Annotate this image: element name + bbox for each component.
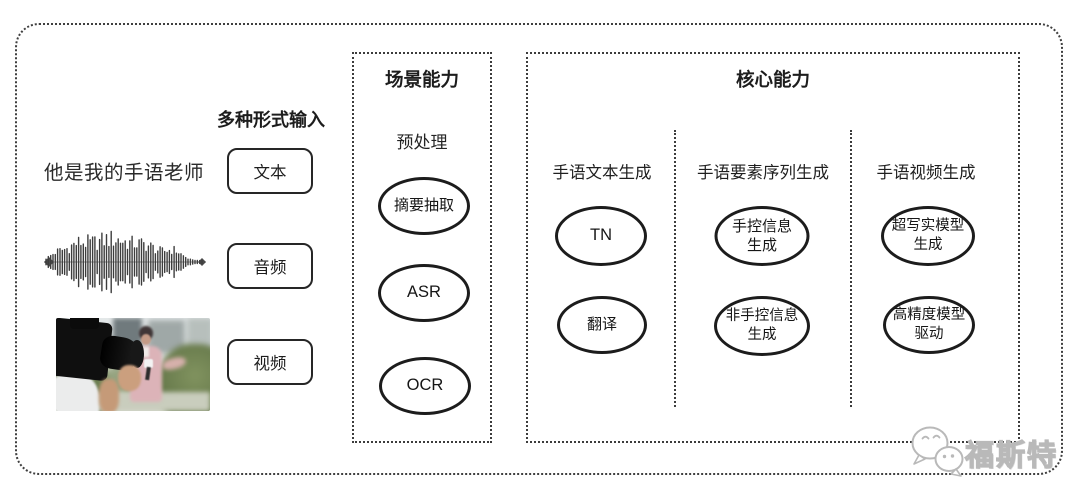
input-box-text-label: 文本 <box>253 164 287 182</box>
node-manual-info-generation: 手控信息 生成 <box>714 206 810 266</box>
node-ocr: OCR <box>379 357 471 415</box>
photo-reporter-face <box>141 333 152 345</box>
scene-box-title: 场景能力 <box>384 69 460 90</box>
node-non-manual-info-generation: 非手控信息 生成 <box>714 296 810 356</box>
node-tn: TN <box>555 206 647 266</box>
photo-microphone <box>143 358 153 368</box>
audio-waveform-icon <box>44 230 206 294</box>
column-header-sign-video-generation: 手语视频生成 <box>876 164 976 182</box>
core-box-title: 核心能力 <box>735 69 811 90</box>
example-sentence-text: 他是我的手语老师 <box>44 162 205 184</box>
node-asr: ASR <box>378 264 470 322</box>
input-box-audio-label: 音频 <box>253 259 287 277</box>
scene-box-subtitle: 预处理 <box>396 133 448 152</box>
column-header-sign-element-sequence-generation: 手语要素序列生成 <box>697 164 829 182</box>
column-header-sign-text-generation: 手语文本生成 <box>552 164 652 182</box>
core-capability-box: 核心能力 手语文本生成 手语要素序列生成 手语视频生成 TN 翻译 手控信息 生… <box>526 52 1020 443</box>
watermark: 福斯特 <box>908 424 1073 486</box>
outer-dotted-frame <box>15 23 1063 475</box>
photo-camera-top <box>69 318 100 330</box>
photo-reporter-collar <box>142 346 150 357</box>
wechat-bubbles-icon <box>911 426 964 477</box>
input-box-video-label: 视频 <box>253 355 287 373</box>
photo-cameraman-arm <box>99 379 120 411</box>
camera-filming-reporter-photo <box>56 318 210 411</box>
input-box-audio: 音频 <box>227 243 313 289</box>
node-summary-extraction: 摘要抽取 <box>378 177 470 235</box>
node-translation: 翻译 <box>557 296 647 354</box>
watermark-text: 福斯特 <box>964 439 1059 472</box>
scene-capability-box: 场景能力 预处理 摘要抽取 ASR OCR <box>352 52 492 443</box>
column-separator <box>850 130 852 407</box>
photo-cameraman-hand <box>117 364 141 391</box>
input-box-text: 文本 <box>227 148 313 194</box>
column-separator <box>674 130 676 407</box>
input-section-label: 多种形式输入 <box>217 110 325 130</box>
node-high-precision-model-driving: 高精度模型 驱动 <box>883 296 975 354</box>
node-hyperrealistic-model-generation: 超写实模型 生成 <box>881 206 975 266</box>
input-box-video: 视频 <box>227 339 313 385</box>
photo-camera-lens-hood <box>129 340 144 369</box>
